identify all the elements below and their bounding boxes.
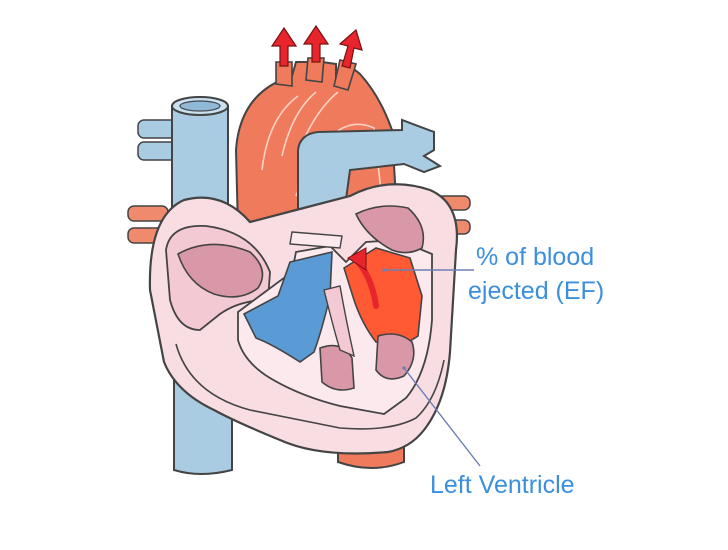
ef-label-line-1: % of blood (468, 240, 604, 274)
ejection-fraction-label: % of blood ejected (EF) (468, 240, 604, 308)
ef-label-line-2: ejected (EF) (468, 274, 604, 308)
superior-vena-cava (172, 97, 228, 210)
up-arrow-icon (272, 26, 362, 68)
left-ventricle-label: Left Ventricle (430, 468, 575, 502)
